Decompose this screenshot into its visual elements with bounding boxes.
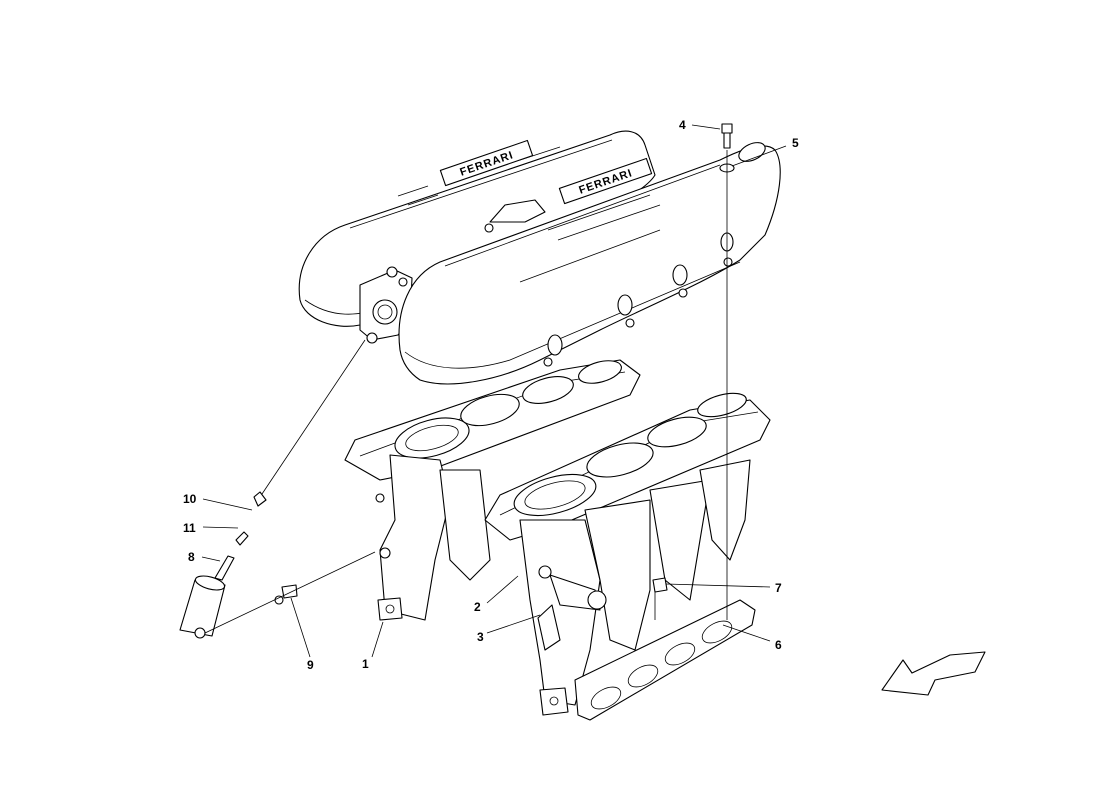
right-cover-logo-badge: FERRARI [558, 157, 653, 205]
callout-1: 1 [362, 657, 369, 671]
manifold-gasket [574, 599, 756, 721]
callout-3: 3 [477, 630, 484, 644]
manifold-nut [652, 577, 668, 593]
callout-2: 2 [474, 600, 481, 614]
assembly-lines [204, 150, 728, 634]
callout-7: 7 [775, 581, 782, 595]
direction-arrow-icon [881, 651, 986, 696]
vacuum-actuator [179, 555, 235, 639]
callout-8: 8 [188, 550, 195, 564]
right-plenum-cover: FERRARI [398, 142, 781, 385]
right-intake-manifold [484, 392, 771, 716]
callout-10: 10 [183, 492, 197, 506]
leader-lines [201, 124, 787, 658]
callout-4: 4 [679, 118, 686, 132]
callout-9: 9 [307, 658, 314, 672]
cover-screw [721, 123, 733, 149]
throttle-actuator [359, 266, 413, 344]
callout-5: 5 [792, 136, 799, 150]
callout-6: 6 [775, 638, 782, 652]
left-intake-manifold [344, 359, 641, 621]
callout-11: 11 [183, 521, 196, 535]
